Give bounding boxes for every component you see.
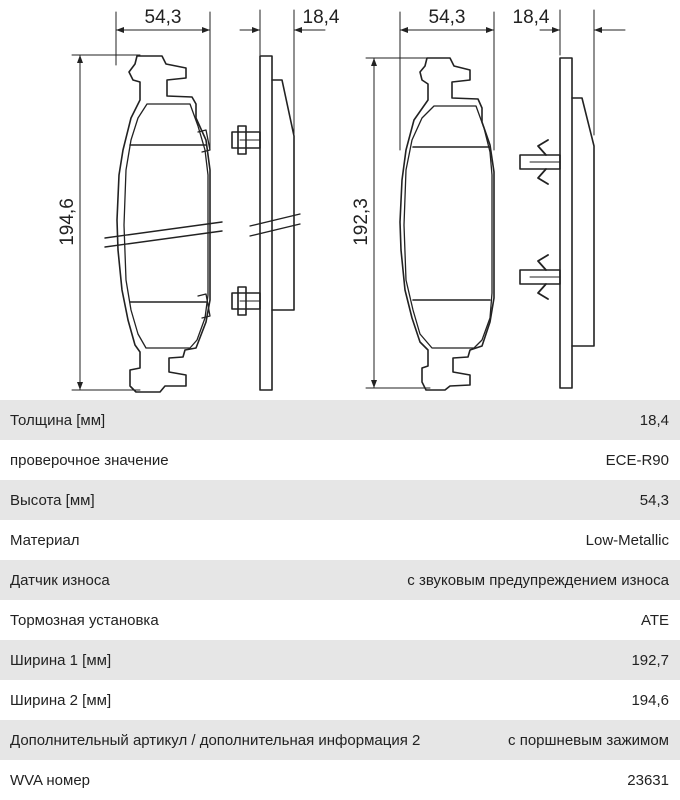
spec-label: Дополнительный артикул / дополнительная … xyxy=(10,731,421,749)
spec-value: ATE xyxy=(640,611,669,629)
spec-label: Тормозная установка xyxy=(10,611,159,629)
spec-value: с звуковым предупреждением износа xyxy=(407,571,669,589)
right-thickness-dimension: 18,4 xyxy=(513,7,550,28)
spec-row-wear-sensor: Датчик износа с звуковым предупреждением… xyxy=(0,560,680,600)
spec-value: 194,6 xyxy=(631,691,669,709)
spec-value: 54,3 xyxy=(639,491,669,509)
spec-row-brake-system: Тормозная установка ATE xyxy=(0,600,680,640)
left-width-dimension: 54,3 xyxy=(145,7,182,28)
spec-value: 23631 xyxy=(627,771,669,789)
spec-row-material: Материал Low-Metallic xyxy=(0,520,680,560)
spec-value: Low-Metallic xyxy=(585,531,669,549)
right-pad-view: 54,3 18,4 192,3 xyxy=(351,7,626,391)
spec-row-thickness: Толщина [мм] 18,4 xyxy=(0,400,680,440)
spec-value: 18,4 xyxy=(639,411,669,429)
left-pad-view: 54,3 18,4 194,6 xyxy=(57,7,340,393)
right-height-dimension: 192,3 xyxy=(351,198,372,246)
spec-value: 192,7 xyxy=(631,651,669,669)
spec-value: с поршневым зажимом xyxy=(508,731,669,749)
spec-row-wva-number: WVA номер 23631 xyxy=(0,760,680,800)
spec-label: Ширина 2 [мм] xyxy=(10,691,112,709)
spec-value: ECE-R90 xyxy=(605,451,669,469)
spec-row-additional-info: Дополнительный артикул / дополнительная … xyxy=(0,720,680,760)
spec-label: Материал xyxy=(10,531,80,549)
left-thickness-dimension: 18,4 xyxy=(303,7,340,28)
spec-label: Высота [мм] xyxy=(10,491,95,509)
spec-label: проверочное значение xyxy=(10,451,169,469)
spec-row-width-2: Ширина 2 [мм] 194,6 xyxy=(0,680,680,720)
right-width-dimension: 54,3 xyxy=(429,7,466,28)
brake-pad-drawing: 54,3 18,4 194,6 xyxy=(57,7,626,393)
spec-label: Датчик износа xyxy=(10,571,110,589)
left-height-dimension: 194,6 xyxy=(57,198,78,246)
spec-label: Ширина 1 [мм] xyxy=(10,651,112,669)
spec-row-test-value: проверочное значение ECE-R90 xyxy=(0,440,680,480)
technical-drawing: 54,3 18,4 194,6 xyxy=(57,7,626,393)
spec-label: WVA номер xyxy=(10,771,91,789)
spec-label: Толщина [мм] xyxy=(10,411,106,429)
specifications-table: Толщина [мм] 18,4 проверочное значение E… xyxy=(0,400,680,800)
spec-row-width-1: Ширина 1 [мм] 192,7 xyxy=(0,640,680,680)
spec-row-height: Высота [мм] 54,3 xyxy=(0,480,680,520)
